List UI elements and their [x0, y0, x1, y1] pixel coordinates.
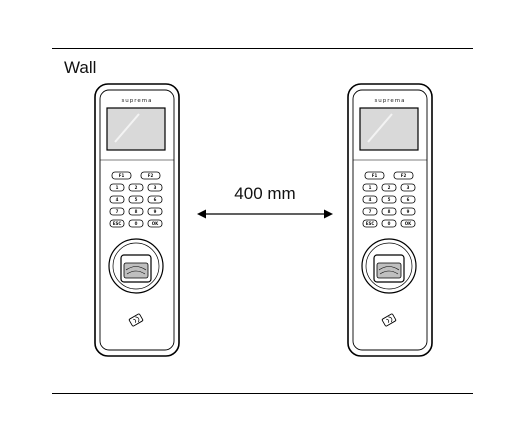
- keypad-key-label: 1: [116, 185, 119, 190]
- keypad-key-label: 2: [135, 185, 138, 190]
- bottom-rule-line: [52, 393, 473, 394]
- keypad-key: [400, 219, 416, 228]
- keypad-key-label: OK: [405, 221, 412, 226]
- keypad-key: [362, 207, 378, 216]
- keypad-key-label: 6: [154, 197, 157, 202]
- distance-label: 400 mm: [234, 184, 296, 203]
- keypad-key: [400, 183, 416, 192]
- keypad-key: [109, 207, 125, 216]
- keypad-key: [109, 219, 125, 228]
- rfid-wave: [388, 316, 393, 323]
- keypad-key: [147, 207, 163, 216]
- keypad-key: [128, 183, 144, 192]
- keypad-key: [147, 219, 163, 228]
- keypad-key-label: 7: [369, 209, 372, 214]
- keypad-key-label: 3: [407, 185, 410, 190]
- keypad-key: [393, 171, 414, 180]
- keypad-key-label: 0: [388, 221, 391, 226]
- keypad-key-label: 5: [388, 197, 391, 202]
- keypad-key: [381, 183, 397, 192]
- keypad-key: [364, 171, 385, 180]
- device-inner-body: [352, 89, 428, 351]
- fingerprint-ring-outer: [108, 238, 164, 294]
- keypad-key-label: F1: [372, 173, 378, 178]
- keypad-key: [111, 171, 132, 180]
- keypad-key-label: F1: [119, 173, 125, 178]
- keypad-key-label: 6: [407, 197, 410, 202]
- keypad-key: [362, 183, 378, 192]
- keypad-key-label: 9: [154, 209, 157, 214]
- keypad-key: [400, 195, 416, 204]
- keypad-key: [381, 195, 397, 204]
- wall-label: Wall: [64, 58, 97, 77]
- keypad-key-label: ESC: [113, 221, 122, 226]
- keypad-key: [109, 195, 125, 204]
- rfid-card-icon: [128, 313, 144, 327]
- keypad-key: [362, 195, 378, 204]
- fingerprint-ring-inner: [365, 242, 413, 290]
- rfid-card-shape: [381, 313, 397, 327]
- keypad-key-label: 8: [135, 209, 138, 214]
- device-screen: [106, 107, 166, 151]
- keypad-key-label: 8: [388, 209, 391, 214]
- keypad-key-label: 5: [135, 197, 138, 202]
- device-inner-body: [99, 89, 175, 351]
- screen-glare: [367, 113, 393, 143]
- keypad-key: [128, 207, 144, 216]
- rfid-wave: [135, 316, 140, 323]
- fingerprint-ring-outer: [361, 238, 417, 294]
- keypad-key-label: 1: [369, 185, 372, 190]
- brand-logo-text: suprema: [374, 98, 405, 104]
- device-screen: [359, 107, 419, 151]
- fingerprint-ridge: [378, 266, 400, 271]
- distance-dimension: 400 mm: [195, 178, 335, 228]
- keypad-key-label: 4: [369, 197, 372, 202]
- rfid-card-shape: [128, 313, 144, 327]
- keypad-key-label: 7: [116, 209, 119, 214]
- rfid-wave: [133, 318, 137, 323]
- keypad-key-label: 2: [388, 185, 391, 190]
- screen-glare: [114, 113, 140, 143]
- keypad-key-label: 0: [135, 221, 138, 226]
- keypad-key: [147, 183, 163, 192]
- keypad-key-label: 9: [407, 209, 410, 214]
- keypad-key: [381, 207, 397, 216]
- keypad-key: [128, 219, 144, 228]
- keypad-key: [140, 171, 161, 180]
- double-arrow-icon: [197, 209, 333, 219]
- fingerprint-ring-inner: [112, 242, 160, 290]
- keypad-key-label: ESC: [366, 221, 375, 226]
- keypad-key: [109, 183, 125, 192]
- rfid-card-icon: [381, 313, 397, 327]
- keypad-key-label: 4: [116, 197, 119, 202]
- fingerprint-ridge: [125, 266, 147, 271]
- fingerprint-ridge: [379, 270, 399, 275]
- rfid-wave: [386, 318, 390, 323]
- keypad-key-label: 3: [154, 185, 157, 190]
- brand-logo-text: suprema: [121, 98, 152, 104]
- keypad-key: [362, 219, 378, 228]
- keypad-key: [147, 195, 163, 204]
- keypad-key: [381, 219, 397, 228]
- keypad-key: [128, 195, 144, 204]
- keypad-key-label: F2: [401, 173, 407, 178]
- keypad-key: [400, 207, 416, 216]
- keypad-key-label: F2: [148, 173, 154, 178]
- keypad-key-label: OK: [152, 221, 159, 226]
- top-rule-line: [52, 48, 473, 49]
- fingerprint-ridge: [126, 270, 146, 275]
- fingerprint-pad: [123, 262, 149, 279]
- fingerprint-pad: [376, 262, 402, 279]
